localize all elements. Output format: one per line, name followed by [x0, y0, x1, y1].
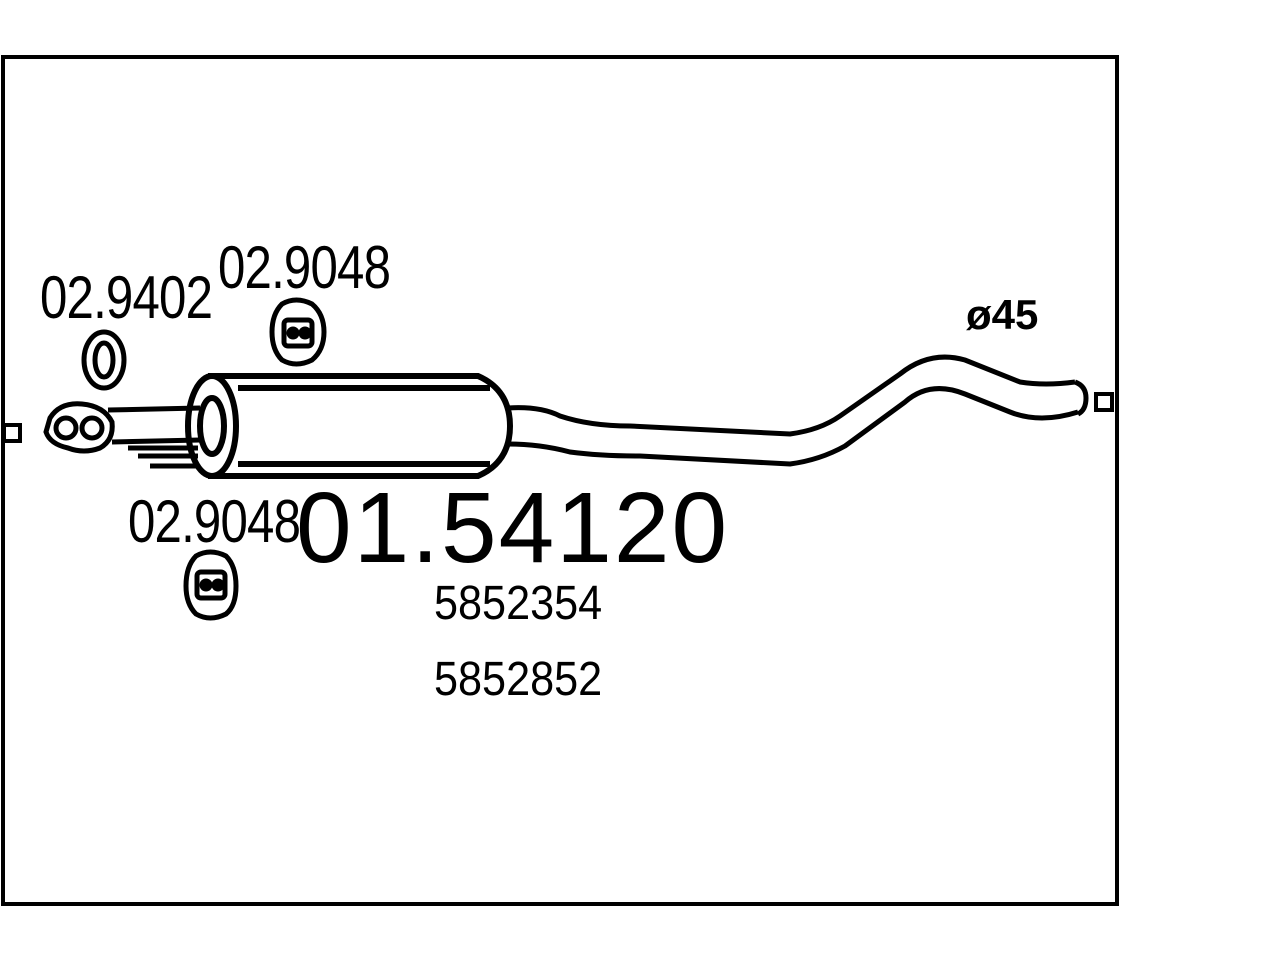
inlet-connector-square	[2, 423, 22, 443]
ring-gasket-icon	[81, 329, 127, 391]
inlet-pipe	[107, 405, 201, 445]
rubber-hanger-upper-icon	[269, 297, 327, 367]
muffler-body	[185, 373, 514, 479]
frame-border	[1, 55, 1119, 906]
hanger-bracket-rods	[128, 445, 198, 469]
upper-hanger-part-label: 02.9048	[218, 234, 391, 301]
lower-hanger-part-label: 02.9048	[128, 488, 301, 555]
pipe-diameter-label: ø45	[966, 291, 1039, 338]
inlet-flange	[43, 401, 115, 454]
main-part-number: 01.54120	[296, 472, 730, 584]
outlet-connector-square	[1094, 392, 1114, 412]
oem-number-1: 5852354	[434, 577, 603, 630]
ring-gasket-part-label: 02.9402	[40, 264, 213, 331]
rubber-hanger-lower-icon	[183, 549, 239, 621]
oem-number-2: 5852852	[434, 653, 603, 706]
tail-pipe	[507, 354, 1089, 467]
